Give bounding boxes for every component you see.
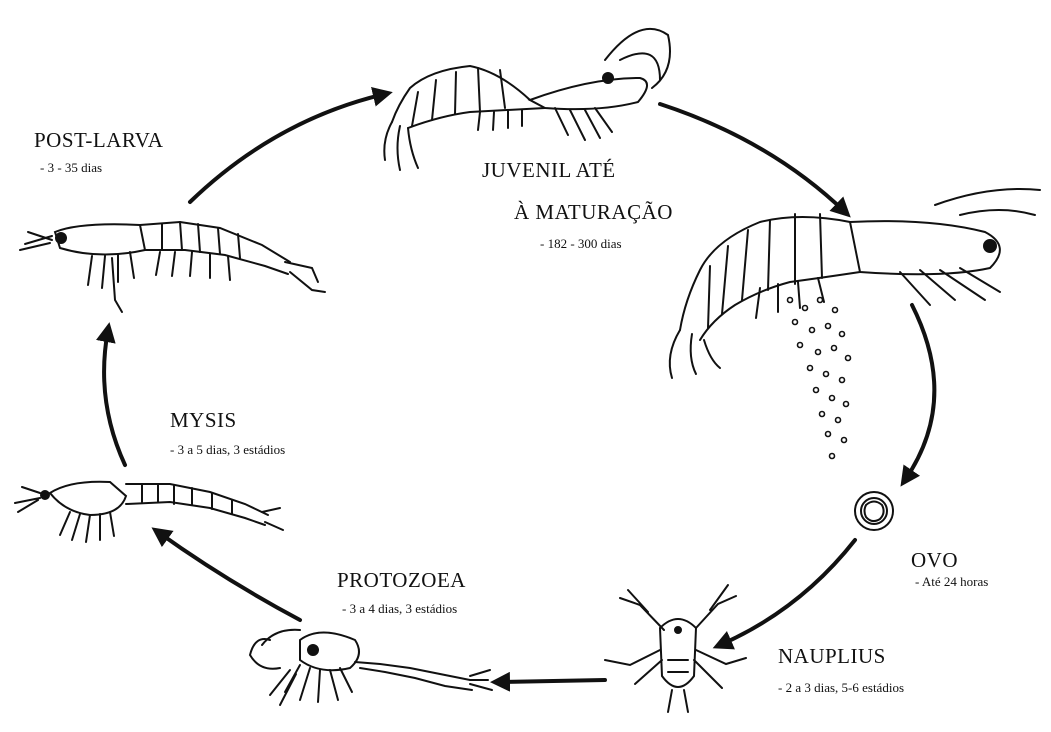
eggs-cluster-icon [788,298,851,459]
stage-duration-mysis: - 3 a 5 dias, 3 estádios [170,442,285,458]
adult-shrimp-icon [670,189,1040,378]
arrow-juvenil-to-adult [660,104,845,212]
arrow-post-larva-to-juvenil [190,94,385,202]
stage-duration-nauplius: - 2 a 3 dias, 5-6 estádios [778,680,904,696]
stage-title-protozoea: PROTOZOEA [337,568,466,593]
stage-duration-ovo: - Até 24 horas [915,574,988,590]
juvenile-shrimp-icon [384,29,670,170]
stage-duration-protozoea: - 3 a 4 dias, 3 estádios [342,601,457,617]
stage-title-ovo: OVO [911,548,958,573]
stage-duration-juvenil: - 182 - 300 dias [540,236,622,252]
arrow-protozoea-to-mysis [158,532,300,620]
stage-title-juvenil-line2: À MATURAÇÃO [514,200,673,225]
arrow-ovo-to-nauplius [720,540,855,645]
arrow-adult-to-ovo [905,305,934,480]
protozoea-icon [250,630,492,705]
stage-title-mysis: MYSIS [170,408,237,433]
arrow-nauplius-to-protozoea [498,680,605,682]
egg-icon [855,492,893,530]
nauplius-icon [605,585,746,712]
mysis-icon [15,482,283,542]
stage-title-post-larva: POST-LARVA [34,128,163,153]
stage-title-nauplius: NAUPLIUS [778,644,886,669]
stage-title-juvenil-line1: JUVENIL ATÉ [482,158,616,183]
stage-duration-post-larva: - 3 - 35 dias [40,160,102,176]
arrow-mysis-to-post-larva [104,330,125,465]
post-larva-icon [20,222,325,312]
